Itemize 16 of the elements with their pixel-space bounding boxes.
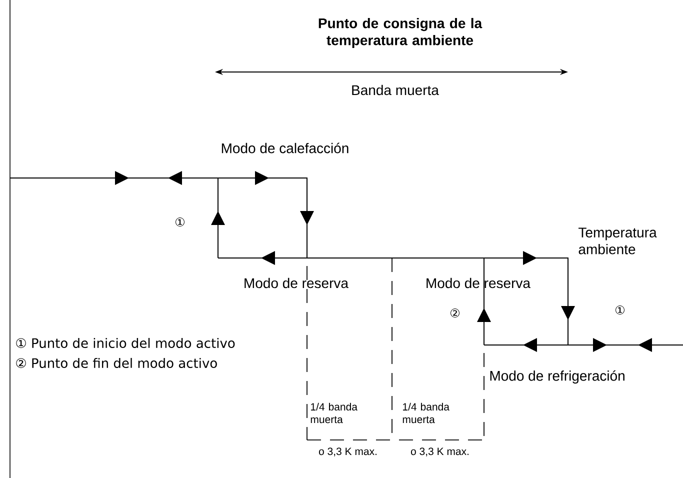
- callout-number: ②: [450, 308, 460, 318]
- axis-label: Temperatura ambiente: [578, 228, 657, 254]
- dimension-label: o 3,3 K max.: [318, 448, 376, 456]
- mode-label: Modo de reserva: [426, 278, 530, 288]
- dimension-label: 1/4 banda muerta: [310, 402, 358, 424]
- dimension-label: Banda muerta: [352, 84, 439, 96]
- callout-number: ①: [616, 306, 624, 314]
- dimension-label: o 3,3 K max.: [410, 448, 468, 456]
- title: Punto de consigna de la temperatura ambiente: [318, 18, 482, 48]
- mode-label: Modo de reserva: [244, 278, 349, 288]
- mode-label: Modo de refrigeración: [490, 370, 624, 384]
- mode-label: Modo de calefacción: [222, 142, 348, 154]
- dimension-label: 1/4 banda muerta: [402, 402, 450, 424]
- legend-note: ② Punto de fin del modo activo: [16, 358, 217, 368]
- callout-number: ①: [176, 218, 184, 226]
- legend-note: ① Punto de inicio del modo activo: [16, 338, 235, 348]
